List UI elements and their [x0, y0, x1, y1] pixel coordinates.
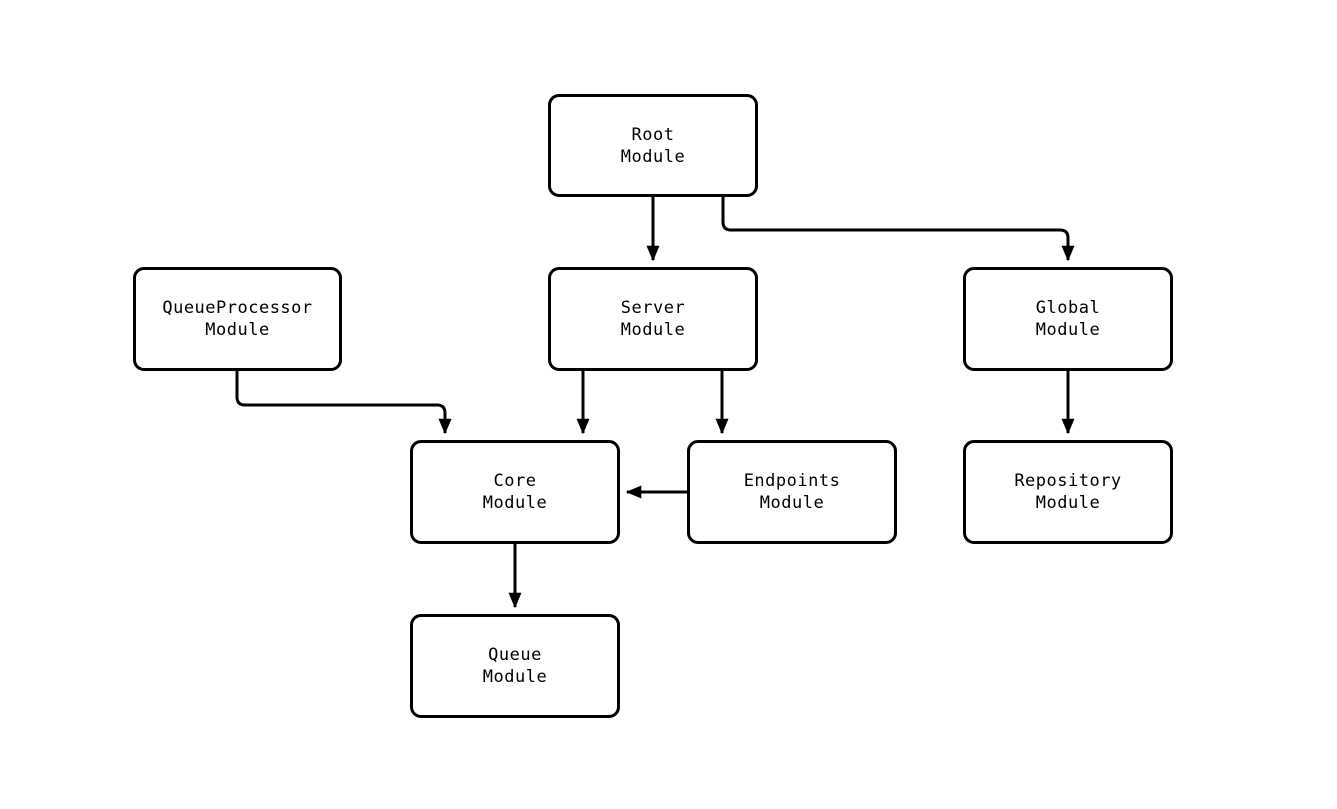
node-label-secondary: Module: [482, 667, 548, 687]
node-label-primary: Endpoints: [743, 471, 841, 491]
node-label-primary: Server: [620, 298, 686, 318]
node-label-secondary: Module: [620, 320, 686, 340]
node-label-primary: Queue: [488, 645, 542, 665]
node-label-primary: Core: [493, 471, 537, 491]
node-label-secondary: Module: [1035, 493, 1101, 513]
edge-root-to-global: [721, 197, 1075, 262]
node-label-primary: Root: [631, 124, 675, 145]
node-label-primary: QueueProcessor: [162, 298, 313, 318]
node-label-primary: Repository: [1014, 471, 1122, 491]
node-label-secondary: Module: [482, 493, 548, 513]
node-label-secondary: Module: [205, 320, 270, 340]
edge-queueprocessor-to-core: [235, 371, 452, 435]
node-label-secondary: Module: [620, 146, 686, 167]
node-label-primary: Global: [1035, 298, 1101, 318]
node-label-secondary: Module: [759, 493, 825, 513]
node-label-secondary: Module: [1035, 320, 1101, 340]
